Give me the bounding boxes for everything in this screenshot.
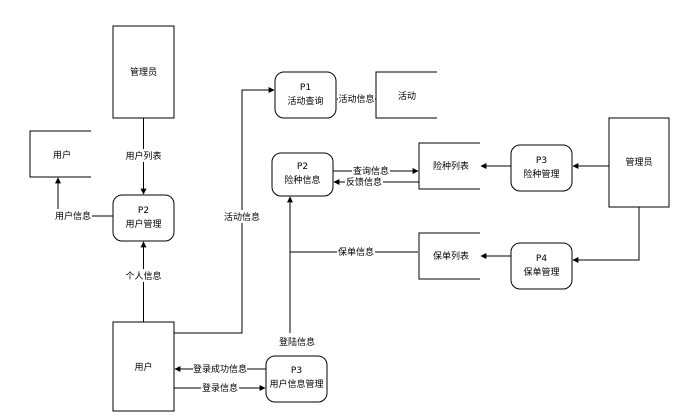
process-p4-id: P4 <box>536 254 547 264</box>
process-p3-userinfo-management: P3 用户信息管理 <box>265 355 328 403</box>
store-user-top-label: 用户 <box>53 149 71 161</box>
process-p1-activity-query: P1 活动查询 <box>274 71 337 119</box>
flow-user-info: 用户信息 <box>54 177 113 222</box>
entity-admin-right-label: 管理员 <box>625 156 652 168</box>
flow-user-info-label: 用户信息 <box>55 210 91 222</box>
entity-admin-left: 管理员 <box>112 25 175 119</box>
flow-feedback-info: 反馈信息 <box>333 176 419 188</box>
flow-feedback-info-label: 反馈信息 <box>346 176 382 188</box>
store-insurance-list: 险种列表 <box>418 142 480 190</box>
flow-login-info-label: 登录信息 <box>202 382 238 394</box>
flow-admin-to-p4 <box>572 207 640 263</box>
process-p2-user-management: P2 用户管理 <box>112 194 175 242</box>
store-policy-list: 保单列表 <box>418 232 480 280</box>
entity-admin-right: 管理员 <box>608 117 670 208</box>
flow-activity-info: 活动信息 <box>336 93 376 105</box>
process-p2-insurance-id: P2 <box>297 162 308 172</box>
flow-policy-info-label: 保单信息 <box>338 246 374 258</box>
flow-personal-info: 个人信息 <box>125 241 162 322</box>
flow-query-info: 查询信息 <box>333 165 419 177</box>
store-user-top: 用户 <box>29 130 91 178</box>
process-p3-insurance-management: P3 险种管理 <box>510 144 573 192</box>
flow-login-info-up-label: 登陆信息 <box>279 336 315 348</box>
process-p2-insurance-name: 险种信息 <box>284 174 320 186</box>
store-insurance-list-label: 险种列表 <box>433 160 469 172</box>
flow-login-success-label: 登录成功信息 <box>193 363 247 375</box>
store-activity-label: 活动 <box>398 90 416 102</box>
flow-activity-info-label: 活动信息 <box>338 93 374 105</box>
process-p3-insurance-id: P3 <box>536 156 547 166</box>
process-p3-userinfo-name: 用户信息管理 <box>269 378 323 390</box>
process-p1-id: P1 <box>300 83 311 93</box>
process-p2-insurance-info: P2 险种信息 <box>271 152 334 197</box>
entity-user-bottom-label: 用户 <box>134 361 152 373</box>
flow-login-info: 登录信息 <box>174 382 266 394</box>
process-p4-policy-management: P4 保单管理 <box>510 242 573 290</box>
flow-login-info-up: 登陆信息 <box>279 336 315 348</box>
flow-user-list: 用户列表 <box>125 118 162 195</box>
flow-activity-info-vertical-label: 活动信息 <box>224 211 260 223</box>
process-p2-user-id: P2 <box>138 206 149 216</box>
process-p1-name: 活动查询 <box>287 95 323 107</box>
process-p3-userinfo-id: P3 <box>291 366 302 376</box>
process-p2-user-name: 用户管理 <box>125 218 161 230</box>
flow-activity-info-vertical: 活动信息 <box>174 87 275 334</box>
entity-admin-left-label: 管理员 <box>130 66 157 78</box>
flow-login-success: 登录成功信息 <box>174 363 266 375</box>
process-p4-name: 保单管理 <box>523 266 559 278</box>
process-p3-insurance-name: 险种管理 <box>523 168 559 180</box>
flow-user-list-label: 用户列表 <box>125 150 161 162</box>
flow-policy-info: 保单信息 <box>287 196 418 333</box>
store-policy-list-label: 保单列表 <box>433 250 469 262</box>
entity-user-bottom: 用户 <box>112 321 175 412</box>
flow-personal-info-label: 个人信息 <box>125 270 161 282</box>
store-activity: 活动 <box>375 71 437 119</box>
flow-query-info-label: 查询信息 <box>353 165 389 177</box>
